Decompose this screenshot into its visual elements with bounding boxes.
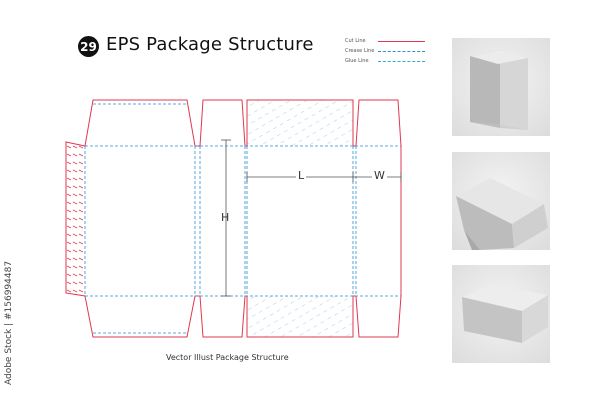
top-hatch-area	[247, 100, 353, 146]
legend-crease-label: Crease Line	[345, 48, 375, 54]
crease-lines	[84, 103, 401, 334]
bottom-hatch-area	[247, 296, 353, 337]
page-title: EPS Package Structure	[106, 34, 314, 55]
diagram-caption: Vector Illust Package Structure	[166, 353, 289, 362]
angled-box-illustration	[456, 178, 548, 250]
dimension-lines	[221, 139, 402, 297]
legend-crease-swatch	[378, 50, 425, 52]
legend-item-crease: Crease Line	[345, 47, 425, 55]
legend-cut-label: Cut Line	[345, 38, 366, 44]
title-number-badge: 29	[78, 36, 99, 57]
photo-upright-box	[452, 38, 550, 136]
legend-cut-swatch	[378, 40, 425, 42]
legend-glue-swatch	[378, 60, 425, 62]
photo-flat-box	[452, 265, 550, 363]
stock-id-watermark: Adobe Stock | #156994487	[4, 260, 14, 385]
legend-item-glue: Glue Line	[345, 57, 425, 65]
legend-item-cut: Cut Line	[345, 37, 425, 45]
width-dimension-label: W	[372, 169, 387, 182]
flat-box-illustration	[462, 285, 548, 343]
legend-glue-label: Glue Line	[345, 58, 369, 64]
cut-line-outline	[65, 99, 402, 338]
upright-box-illustration	[470, 50, 528, 130]
photo-angled-box	[452, 152, 550, 250]
length-dimension-label: L	[296, 169, 307, 182]
height-dimension-label: H	[221, 211, 230, 224]
line-legend: Cut Line Crease Line Glue Line	[345, 37, 425, 67]
glue-flap-hatch	[66, 142, 85, 293]
